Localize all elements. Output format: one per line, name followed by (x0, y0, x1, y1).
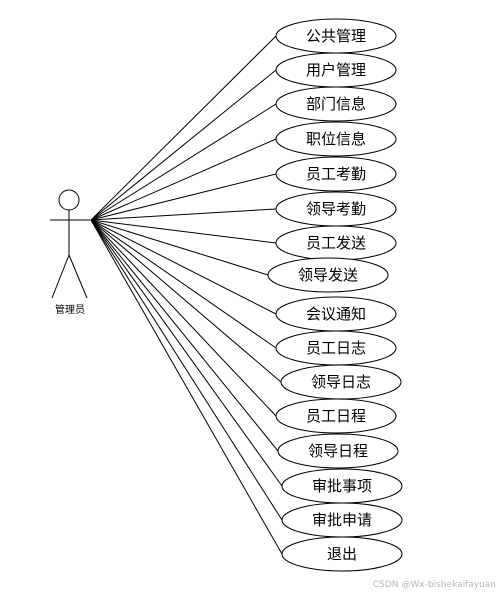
use-case: 领导发送 (267, 257, 389, 293)
use-case-label: 领导发送 (298, 266, 358, 284)
use-case-ellipse (277, 433, 399, 469)
actor-left-leg (51, 254, 70, 299)
use-case-ellipse (267, 257, 389, 293)
association-line (90, 138, 277, 221)
use-case-label: 领导日志 (311, 373, 371, 391)
use-case-ellipse (281, 536, 403, 572)
use-case: 职位信息 (275, 121, 397, 157)
use-case-ellipse (275, 121, 397, 157)
association-line (90, 219, 277, 417)
use-case-label: 用户管理 (306, 61, 366, 79)
association-line (90, 219, 283, 555)
use-case: 领导日志 (280, 364, 402, 400)
use-case: 审批事项 (281, 468, 403, 504)
use-case: 会议通知 (275, 296, 397, 332)
association-line (90, 219, 282, 383)
use-case-ellipse (275, 156, 397, 192)
use-case-label: 审批事项 (312, 477, 372, 495)
use-case: 员工发送 (275, 225, 397, 261)
use-case-label: 员工日程 (306, 407, 366, 425)
use-case: 用户管理 (275, 52, 397, 88)
association-line (90, 219, 277, 244)
use-case: 员工日志 (275, 330, 397, 366)
association-line (90, 103, 277, 221)
association-line (90, 208, 277, 221)
association-line (90, 219, 277, 315)
use-case-label: 领导考勤 (306, 200, 366, 218)
actor-label: 管理员 (55, 303, 85, 316)
use-case: 员工考勤 (275, 156, 397, 192)
use-case-label: 公共管理 (306, 27, 366, 45)
use-case-ellipse (275, 398, 397, 434)
use-case: 领导考勤 (275, 191, 397, 227)
use-case: 员工日程 (275, 398, 397, 434)
use-case-label: 员工考勤 (306, 165, 366, 183)
association-line (90, 219, 283, 521)
use-case: 部门信息 (275, 86, 397, 122)
use-case-label: 会议通知 (306, 305, 366, 323)
use-case-label: 职位信息 (306, 130, 366, 148)
use-case-label: 员工日志 (306, 339, 366, 357)
actor-head (58, 189, 80, 211)
use-case-label: 退出 (327, 545, 357, 563)
use-case-list: 公共管理用户管理部门信息职位信息员工考勤领导考勤员工发送领导发送会议通知员工日志… (267, 18, 403, 572)
use-case-label: 员工发送 (306, 234, 366, 252)
actor-right-leg (68, 254, 88, 299)
use-case-label: 部门信息 (306, 95, 366, 113)
association-line (90, 219, 279, 452)
use-case: 审批申请 (281, 502, 403, 538)
association-line (90, 35, 277, 221)
use-case-label: 审批申请 (312, 511, 372, 529)
use-case: 退出 (281, 536, 403, 572)
association-line (90, 219, 277, 349)
use-case: 领导日程 (277, 433, 399, 469)
association-line (90, 219, 283, 487)
association-line (90, 173, 277, 221)
actor-admin: 管理员 (50, 189, 90, 316)
association-line (90, 219, 269, 276)
association-lines (90, 35, 283, 555)
use-case: 公共管理 (275, 18, 397, 54)
use-case-label: 领导日程 (308, 442, 368, 460)
use-case-ellipse (275, 86, 397, 122)
watermark: CSDN @Wx-bishekaifayuan (372, 580, 496, 590)
association-line (90, 69, 277, 221)
